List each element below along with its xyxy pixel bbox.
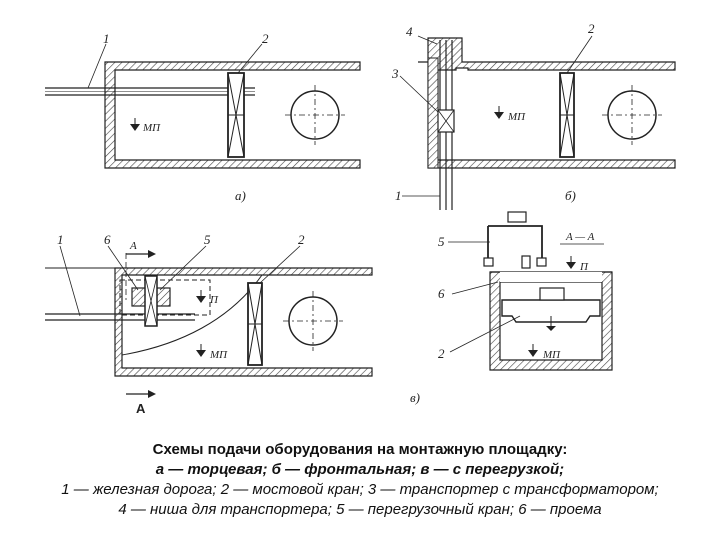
section-title: A — A xyxy=(565,231,595,243)
callout-b-2: 2 xyxy=(588,21,595,36)
callout-v-5: 5 xyxy=(204,232,211,247)
callout-v-1: 1 xyxy=(57,232,64,247)
diagram-v-mark-mp: МП xyxy=(209,349,228,361)
section-a-a: П МП A — A 5 6 2 xyxy=(438,211,613,371)
section-arrow-top: A xyxy=(129,240,137,252)
callout-b-3: 3 xyxy=(391,66,399,81)
callout-b-1: 1 xyxy=(395,188,402,203)
callout-s-6: 6 xyxy=(438,286,445,301)
diagram-b-caption: б) xyxy=(565,188,576,203)
callout-v-2: 2 xyxy=(298,232,305,247)
diagram-v: П МП A A 1 6 5 2 в) xyxy=(45,232,420,416)
caption-legend-2: 4 — ниша для транспортера; 5 — перегрузо… xyxy=(118,501,602,518)
diagram-b: МП 4 2 3 1 б) xyxy=(391,21,676,210)
callout-b-4: 4 xyxy=(406,24,413,39)
diagram-b-walls xyxy=(418,37,676,169)
figure-caption: Схемы подачи оборудования на монтажную п… xyxy=(0,440,720,520)
callout-a-1: 1 xyxy=(103,31,110,46)
callout-a-2: 2 xyxy=(262,31,269,46)
section-mark-p: П xyxy=(579,261,589,273)
callout-v-6: 6 xyxy=(104,232,111,247)
diagram-v-mark-p: П xyxy=(209,294,219,306)
caption-title: Схемы подачи оборудования на монтажную п… xyxy=(152,441,568,458)
diagram-v-walls xyxy=(114,267,373,377)
diagram-b-mark: МП xyxy=(507,111,526,123)
callout-s-2: 2 xyxy=(438,346,445,361)
callout-s-5: 5 xyxy=(438,234,445,249)
diagram-v-caption: в) xyxy=(410,390,420,405)
section-arrow-bottom: A xyxy=(136,401,146,416)
diagram-a-walls xyxy=(104,61,361,169)
diagram-a-caption: а) xyxy=(235,188,246,203)
caption-subtitle: а — торцевая; б — фронтальная; в — с пер… xyxy=(155,461,565,478)
caption-legend-1: 1 — железная дорога; 2 — мостовой кран; … xyxy=(61,481,659,498)
diagram-a: МП 1 2 а) xyxy=(45,31,361,203)
section-mark-mp: МП xyxy=(542,349,561,361)
diagram-a-mark: МП xyxy=(142,122,161,134)
